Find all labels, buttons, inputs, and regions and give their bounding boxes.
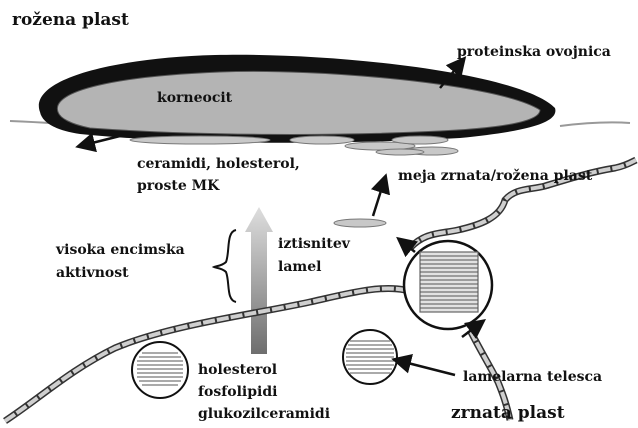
- enzyme-label-1: visoka encimska: [56, 242, 185, 259]
- protein-envelope-label: proteinska ovojnica: [457, 44, 611, 61]
- extrusion-label-1: iztisnitev: [278, 236, 350, 253]
- lamellar-arrow-2: [396, 360, 455, 375]
- precursor-label-1: holesterol: [198, 362, 277, 379]
- enzyme-label-2: aktivnost: [56, 265, 129, 282]
- lipids-label-1: ceramidi, holesterol,: [137, 156, 300, 173]
- bottom-layer-label: zrnata plast: [451, 403, 565, 423]
- top-layer-label: rožena plast: [12, 10, 129, 30]
- corneocyte-label: korneocit: [157, 90, 232, 107]
- envelope-arrow-left: [80, 136, 120, 146]
- extrusion-label-2: lamel: [278, 259, 321, 276]
- boundary-label: meja zrnata/rožena plast: [398, 168, 592, 185]
- lamellar-body-cell: [132, 342, 188, 398]
- lamellar-body-free: [343, 330, 397, 384]
- lamellar-bodies-label: lamelarna telesca: [463, 369, 602, 386]
- lipid-lamellae: [130, 136, 458, 155]
- lamella-up-arrow: [373, 178, 385, 216]
- extruded-lamella: [334, 219, 386, 227]
- precursor-label-3: glukozilceramidi: [198, 406, 330, 423]
- precursor-label-2: fosfolipidi: [198, 384, 277, 401]
- lipids-label-2: proste MK: [137, 178, 219, 195]
- lamellar-body-fusing: [404, 241, 492, 329]
- brace: [214, 230, 236, 302]
- enzyme-activity-arrow: [245, 207, 273, 354]
